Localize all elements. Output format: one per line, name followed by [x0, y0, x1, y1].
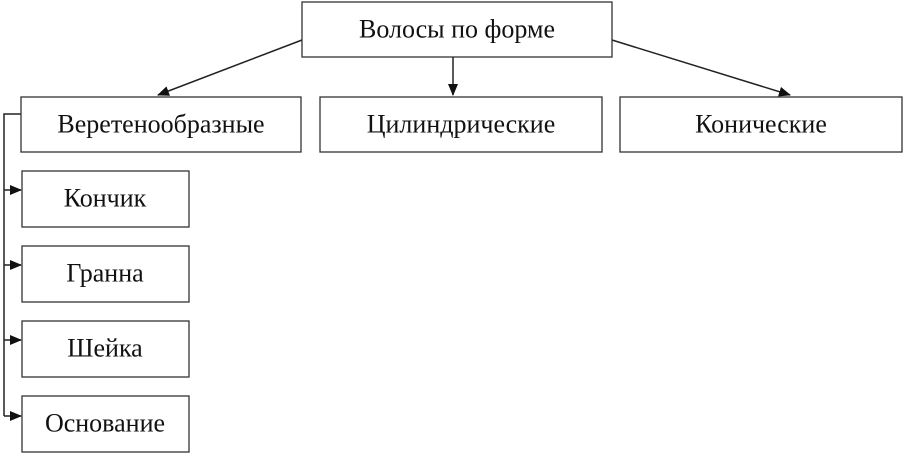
part-label: Гранна — [66, 259, 144, 288]
part-node-base: Основание — [21, 395, 190, 453]
category-node-cylindrical: Цилиндрические — [319, 96, 603, 153]
category-label: Веретенообразные — [57, 110, 264, 139]
part-label: Шейка — [67, 334, 143, 363]
root-node: Волосы по форме — [301, 1, 613, 58]
part-node-granna: Гранна — [21, 245, 190, 303]
root-label: Волосы по форме — [359, 15, 555, 44]
part-node-neck: Шейка — [21, 320, 190, 378]
category-label: Цилиндрические — [367, 110, 556, 139]
parts-bracket-line — [3, 113, 21, 416]
part-label: Основание — [45, 409, 165, 438]
arrow-to-conical — [611, 39, 791, 97]
category-node-conical: Конические — [619, 96, 903, 153]
arrow-to-fusiform — [157, 39, 303, 96]
category-node-fusiform: Веретенообразные — [20, 96, 302, 153]
part-label: Кончик — [64, 184, 147, 213]
category-label: Конические — [695, 110, 827, 139]
part-node-tip: Кончик — [21, 170, 190, 228]
